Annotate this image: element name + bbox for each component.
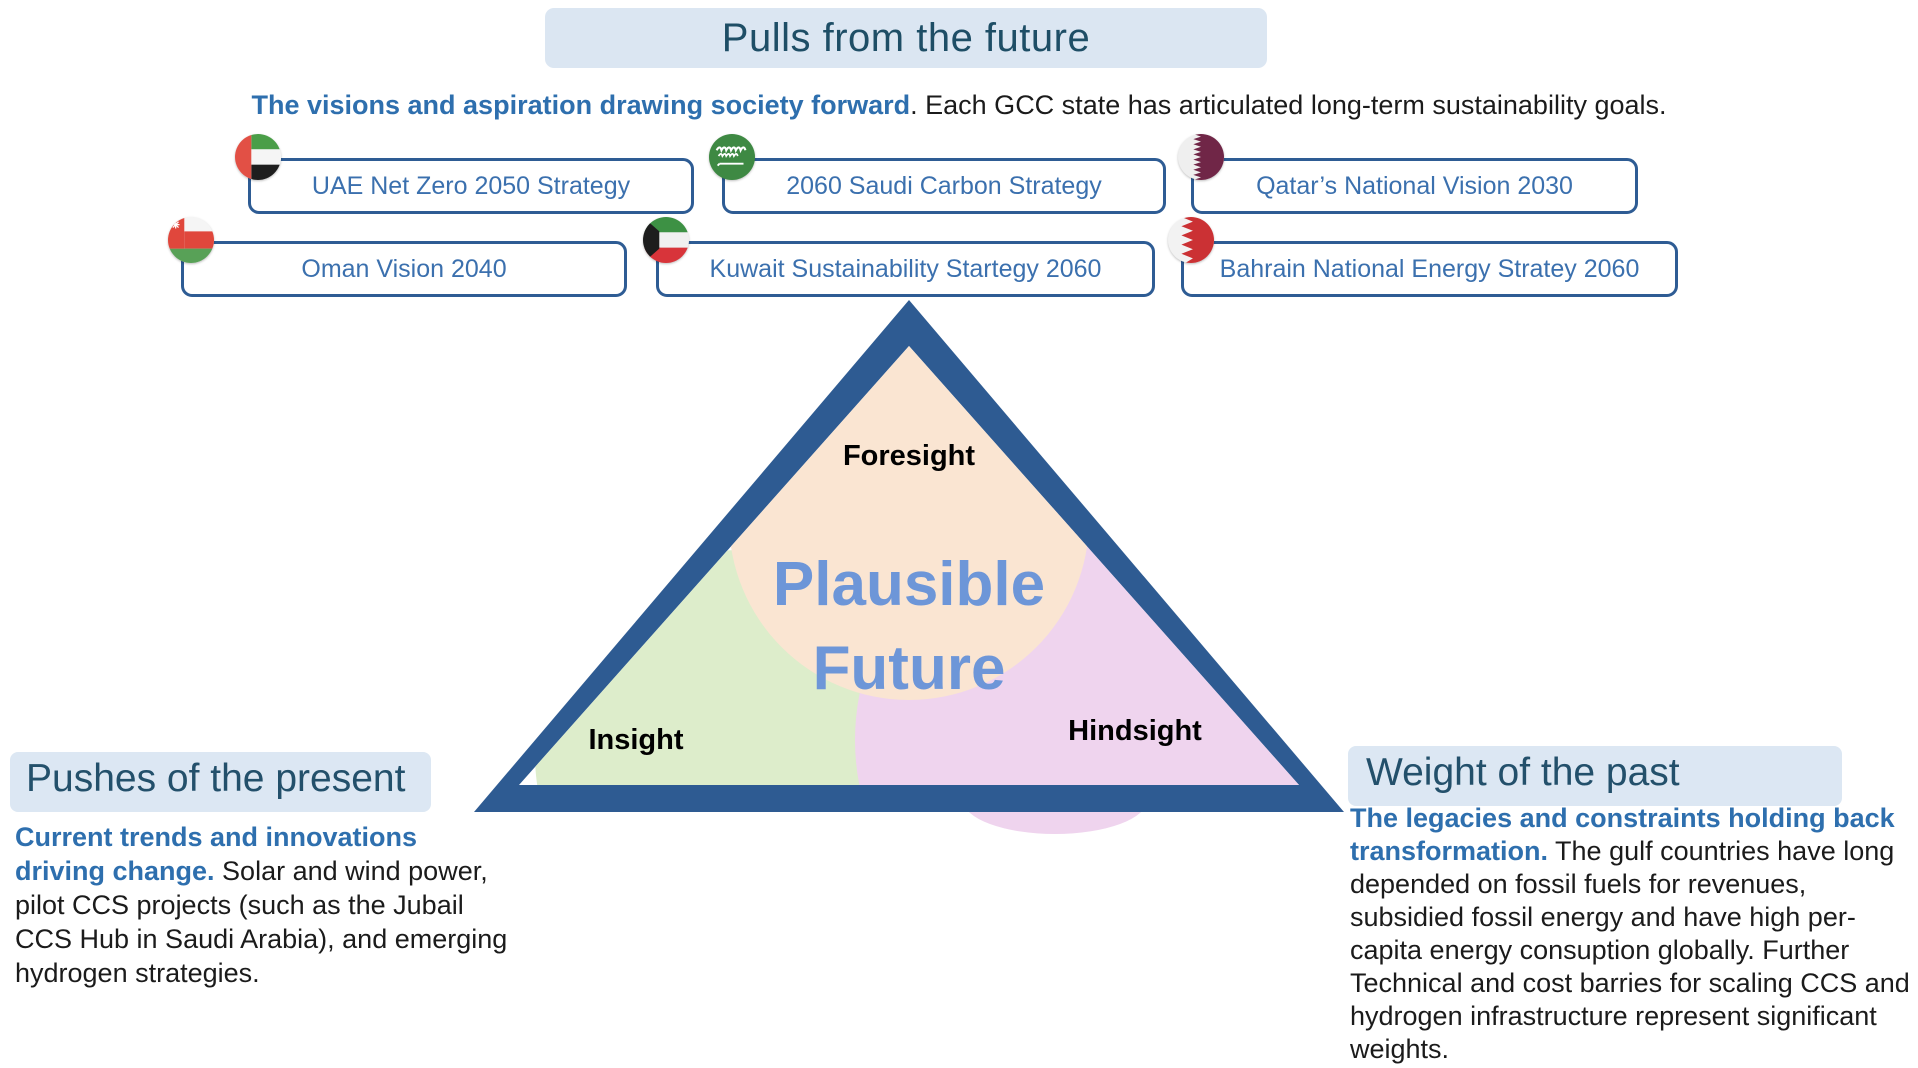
strategy-label: UAE Net Zero 2050 Strategy [311, 171, 631, 200]
page-title-text: Pulls from the future [721, 15, 1091, 60]
strategy-label: Kuwait Sustainability Startegy 2060 [709, 254, 1102, 283]
plausible-future-label: Plausible Future [659, 543, 1159, 711]
pushes-paragraph: Current trends and innovations driving c… [15, 820, 513, 990]
pushes-lead: Current trends and innovations driving c… [15, 822, 418, 886]
hindsight-label: Hindsight [1068, 715, 1202, 747]
subtitle-rest: . Each GCC state has articulated long-te… [910, 90, 1667, 120]
kuwait-flag-icon [643, 217, 689, 263]
weight-body: The gulf countries have long depended on… [1350, 836, 1910, 1064]
pushes-body: Solar and wind power, pilot CCS projects… [15, 856, 508, 988]
strategy-box-qatar: Qatar’s National Vision 2030 [1191, 158, 1638, 214]
bahrain-flag-icon [1168, 217, 1214, 263]
strategy-label: Qatar’s National Vision 2030 [1256, 171, 1573, 200]
weight-lead: The legacies and constraints holding bac… [1350, 803, 1895, 866]
insight-label: Insight [588, 724, 684, 756]
uae-flag-icon [235, 134, 281, 180]
subtitle-bold: The visions and aspiration drawing socie… [251, 90, 911, 120]
weight-paragraph: The legacies and constraints holding bac… [1350, 802, 1910, 1066]
saudi-flag-icon [709, 134, 755, 180]
plausible-line1: Plausible [772, 550, 1046, 619]
pushes-heading: Pushes of the present [10, 752, 432, 812]
strategy-box-saudi: 2060 Saudi Carbon Strategy [722, 158, 1166, 214]
weight-heading: Weight of the past [1348, 746, 1842, 806]
plausible-line2: Future [812, 634, 1006, 703]
foresight-label: Foresight [842, 440, 976, 472]
strategy-label: 2060 Saudi Carbon Strategy [786, 171, 1102, 200]
strategy-box-bahrain: Bahrain National Energy Stratey 2060 [1181, 241, 1678, 297]
strategy-box-uae: UAE Net Zero 2050 Strategy [248, 158, 694, 214]
strategy-box-oman: Oman Vision 2040 [181, 241, 627, 297]
strategy-label: Oman Vision 2040 [301, 254, 507, 283]
page-title: Pulls from the future [545, 8, 1267, 68]
strategy-box-kuwait: Kuwait Sustainability Startegy 2060 [656, 241, 1155, 297]
qatar-flag-icon [1178, 134, 1224, 180]
strategy-label: Bahrain National Energy Stratey 2060 [1219, 254, 1640, 283]
oman-flag-icon [168, 217, 214, 263]
subtitle: The visions and aspiration drawing socie… [0, 90, 1918, 121]
